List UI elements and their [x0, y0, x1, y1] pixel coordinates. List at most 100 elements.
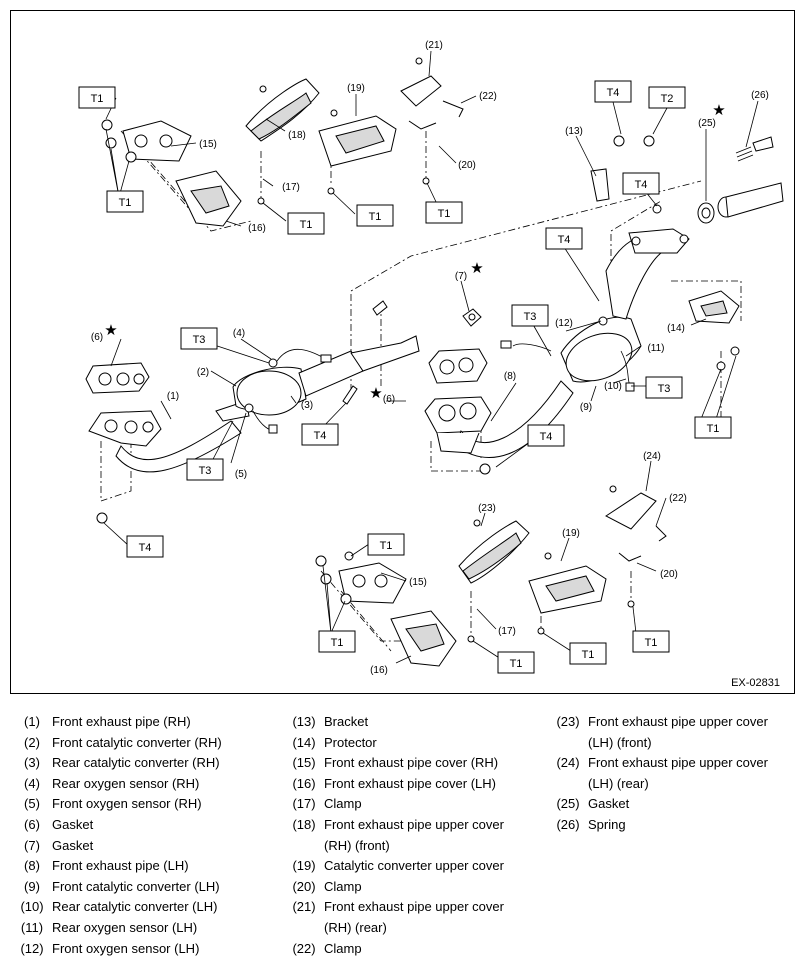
star-mark: ★: [470, 259, 483, 277]
bracket: [590, 135, 662, 214]
torque-boxes: T1 T1 T1 T1 T1 T4 T2 T4 T4 T3 T3 T3 T4 T…: [78, 80, 732, 674]
torque-box-t1: T1: [318, 630, 356, 653]
svg-text:T1: T1: [369, 211, 382, 223]
star-mark: ★: [104, 321, 117, 339]
svg-text:T1: T1: [331, 637, 344, 649]
callout-4: (4): [233, 328, 245, 339]
legend-item-text: Rear oxygen sensor (LH): [52, 919, 198, 935]
legend-item-text: Rear oxygen sensor (RH): [52, 775, 200, 791]
callout-16b: (16): [370, 665, 388, 676]
svg-text:T2: T2: [661, 93, 674, 105]
callout-24: (24): [643, 451, 661, 462]
legend-item-text: Front exhaust pipe upper cover (LH) (fro…: [588, 714, 768, 750]
torque-box-t1: T1: [356, 204, 394, 227]
callout-10: (10): [604, 381, 622, 392]
legend-item-text: Spring: [588, 816, 626, 832]
gasket-lh: [428, 348, 488, 384]
legend-item: (15)Front exhaust pipe cover (RH): [284, 753, 504, 774]
parts-legend: (1)Front exhaust pipe (RH)(2)Front catal…: [0, 712, 804, 966]
legend-column-1: (1)Front exhaust pipe (RH)(2)Front catal…: [12, 712, 222, 960]
legend-item-text: Gasket: [52, 837, 94, 853]
legend-item: (3) Rear catalytic converter (RH): [12, 753, 222, 774]
callout-19: (19): [347, 83, 365, 94]
legend-item: (17)Clamp: [284, 794, 504, 815]
legend-item-text: Rear catalytic converter (RH): [52, 755, 220, 771]
callout-2: (2): [197, 367, 209, 378]
svg-text:T4: T4: [540, 431, 553, 443]
legend-item: (22) Clamp: [284, 939, 504, 960]
legend-item-number: (21): [292, 899, 316, 915]
svg-text:T3: T3: [193, 334, 206, 346]
callout-23: (23): [478, 503, 496, 514]
callout-12: (12): [555, 318, 573, 329]
legend-item-number: (16): [292, 775, 316, 791]
legend-item-number: (18): [292, 816, 316, 832]
legend-item-number: (9): [24, 878, 40, 894]
legend-item-text: Front exhaust pipe (RH): [52, 714, 191, 729]
legend-item-number: (3): [24, 755, 40, 771]
legend-item: (12)Front oxygen sensor (LH): [12, 939, 222, 960]
callout-8: (8): [504, 371, 516, 382]
svg-text:T1: T1: [438, 208, 451, 220]
torque-box-t3: T3: [186, 458, 224, 481]
callout-5: (5): [235, 469, 247, 480]
callout-22: (22): [479, 91, 497, 102]
callout-22b: (22): [669, 493, 687, 504]
callout-6b: (6): [383, 394, 395, 405]
legend-item: (18) Front exhaust pipe upper cover (RH) …: [284, 815, 504, 856]
svg-text:T4: T4: [635, 179, 648, 191]
diagram-frame: T1 T1 T1 T1 T1 T4 T2 T4 T4 T3 T3 T3 T4 T…: [10, 10, 795, 694]
svg-text:T1: T1: [119, 197, 132, 209]
callout-19b: (19): [562, 528, 580, 539]
legend-item: (16) Front exhaust pipe cover (LH): [284, 774, 504, 795]
protector: [688, 290, 740, 371]
torque-box-t4: T4: [126, 535, 164, 558]
legend-item-text: Clamp: [324, 940, 362, 956]
legend-item: (20)Clamp: [284, 877, 504, 898]
legend-item: (9)Front catalytic converter (LH): [12, 877, 222, 898]
legend-item-number: (11): [20, 919, 44, 935]
legend-item-number: (20): [292, 878, 316, 894]
legend-item: (23)Front exhaust pipe upper cover (LH) …: [548, 712, 768, 753]
svg-text:T4: T4: [314, 430, 327, 442]
svg-text:T1: T1: [707, 423, 720, 435]
legend-item-number: (10): [20, 899, 44, 915]
torque-box-t1: T1: [632, 630, 670, 653]
gasket-rh: [85, 362, 150, 394]
legend-item: (6)Gasket: [12, 815, 222, 836]
catalytic-converters-lh: [500, 228, 690, 392]
svg-text:T1: T1: [380, 540, 393, 552]
svg-text:T1: T1: [510, 658, 523, 670]
svg-text:T3: T3: [524, 311, 537, 323]
legend-item-number: (8): [24, 858, 40, 874]
legend-item: (13)Bracket: [284, 712, 504, 733]
torque-box-t1: T1: [287, 212, 325, 235]
torque-box-t1: T1: [694, 416, 732, 439]
legend-item: (26)Spring: [548, 815, 768, 836]
nuts: [96, 463, 491, 524]
covers-rh-upper: [101, 57, 464, 227]
legend-item-text: Front exhaust pipe cover (LH): [324, 775, 496, 791]
gasket-7: [462, 308, 482, 327]
torque-box-t4: T4: [527, 424, 565, 447]
legend-item: (11) Rear oxygen sensor (LH): [12, 918, 222, 939]
legend-item-number: (7): [24, 837, 40, 853]
catalytic-converters-rh: [232, 335, 420, 434]
callout-20b: (20): [660, 569, 678, 580]
callout-labels: (1) (2) (3) (4) (5) (6) (6) (7) (8) (9) …: [91, 40, 769, 676]
legend-item: (8)Front exhaust pipe (LH): [12, 856, 222, 877]
legend-item-text: Rear catalytic converter (LH): [52, 899, 218, 915]
rear-pipe-gasket-spring: [697, 136, 784, 224]
callout-18: (18): [288, 130, 306, 141]
svg-text:T3: T3: [199, 465, 212, 477]
legend-item-text: Front exhaust pipe upper cover (RH) (fro…: [324, 816, 504, 853]
legend-item-number: (5): [24, 796, 40, 812]
torque-box-t1: T1: [78, 86, 116, 109]
legend-item: (14)Protector: [284, 733, 504, 754]
legend-item-number: (22): [292, 940, 316, 956]
svg-text:T4: T4: [139, 542, 152, 554]
callout-25: (25): [698, 118, 716, 129]
svg-text:T4: T4: [558, 234, 571, 246]
legend-item-text: Front oxygen sensor (LH): [52, 940, 200, 956]
exhaust-exploded-diagram: T1 T1 T1 T1 T1 T4 T2 T4 T4 T3 T3 T3 T4 T…: [78, 40, 784, 676]
